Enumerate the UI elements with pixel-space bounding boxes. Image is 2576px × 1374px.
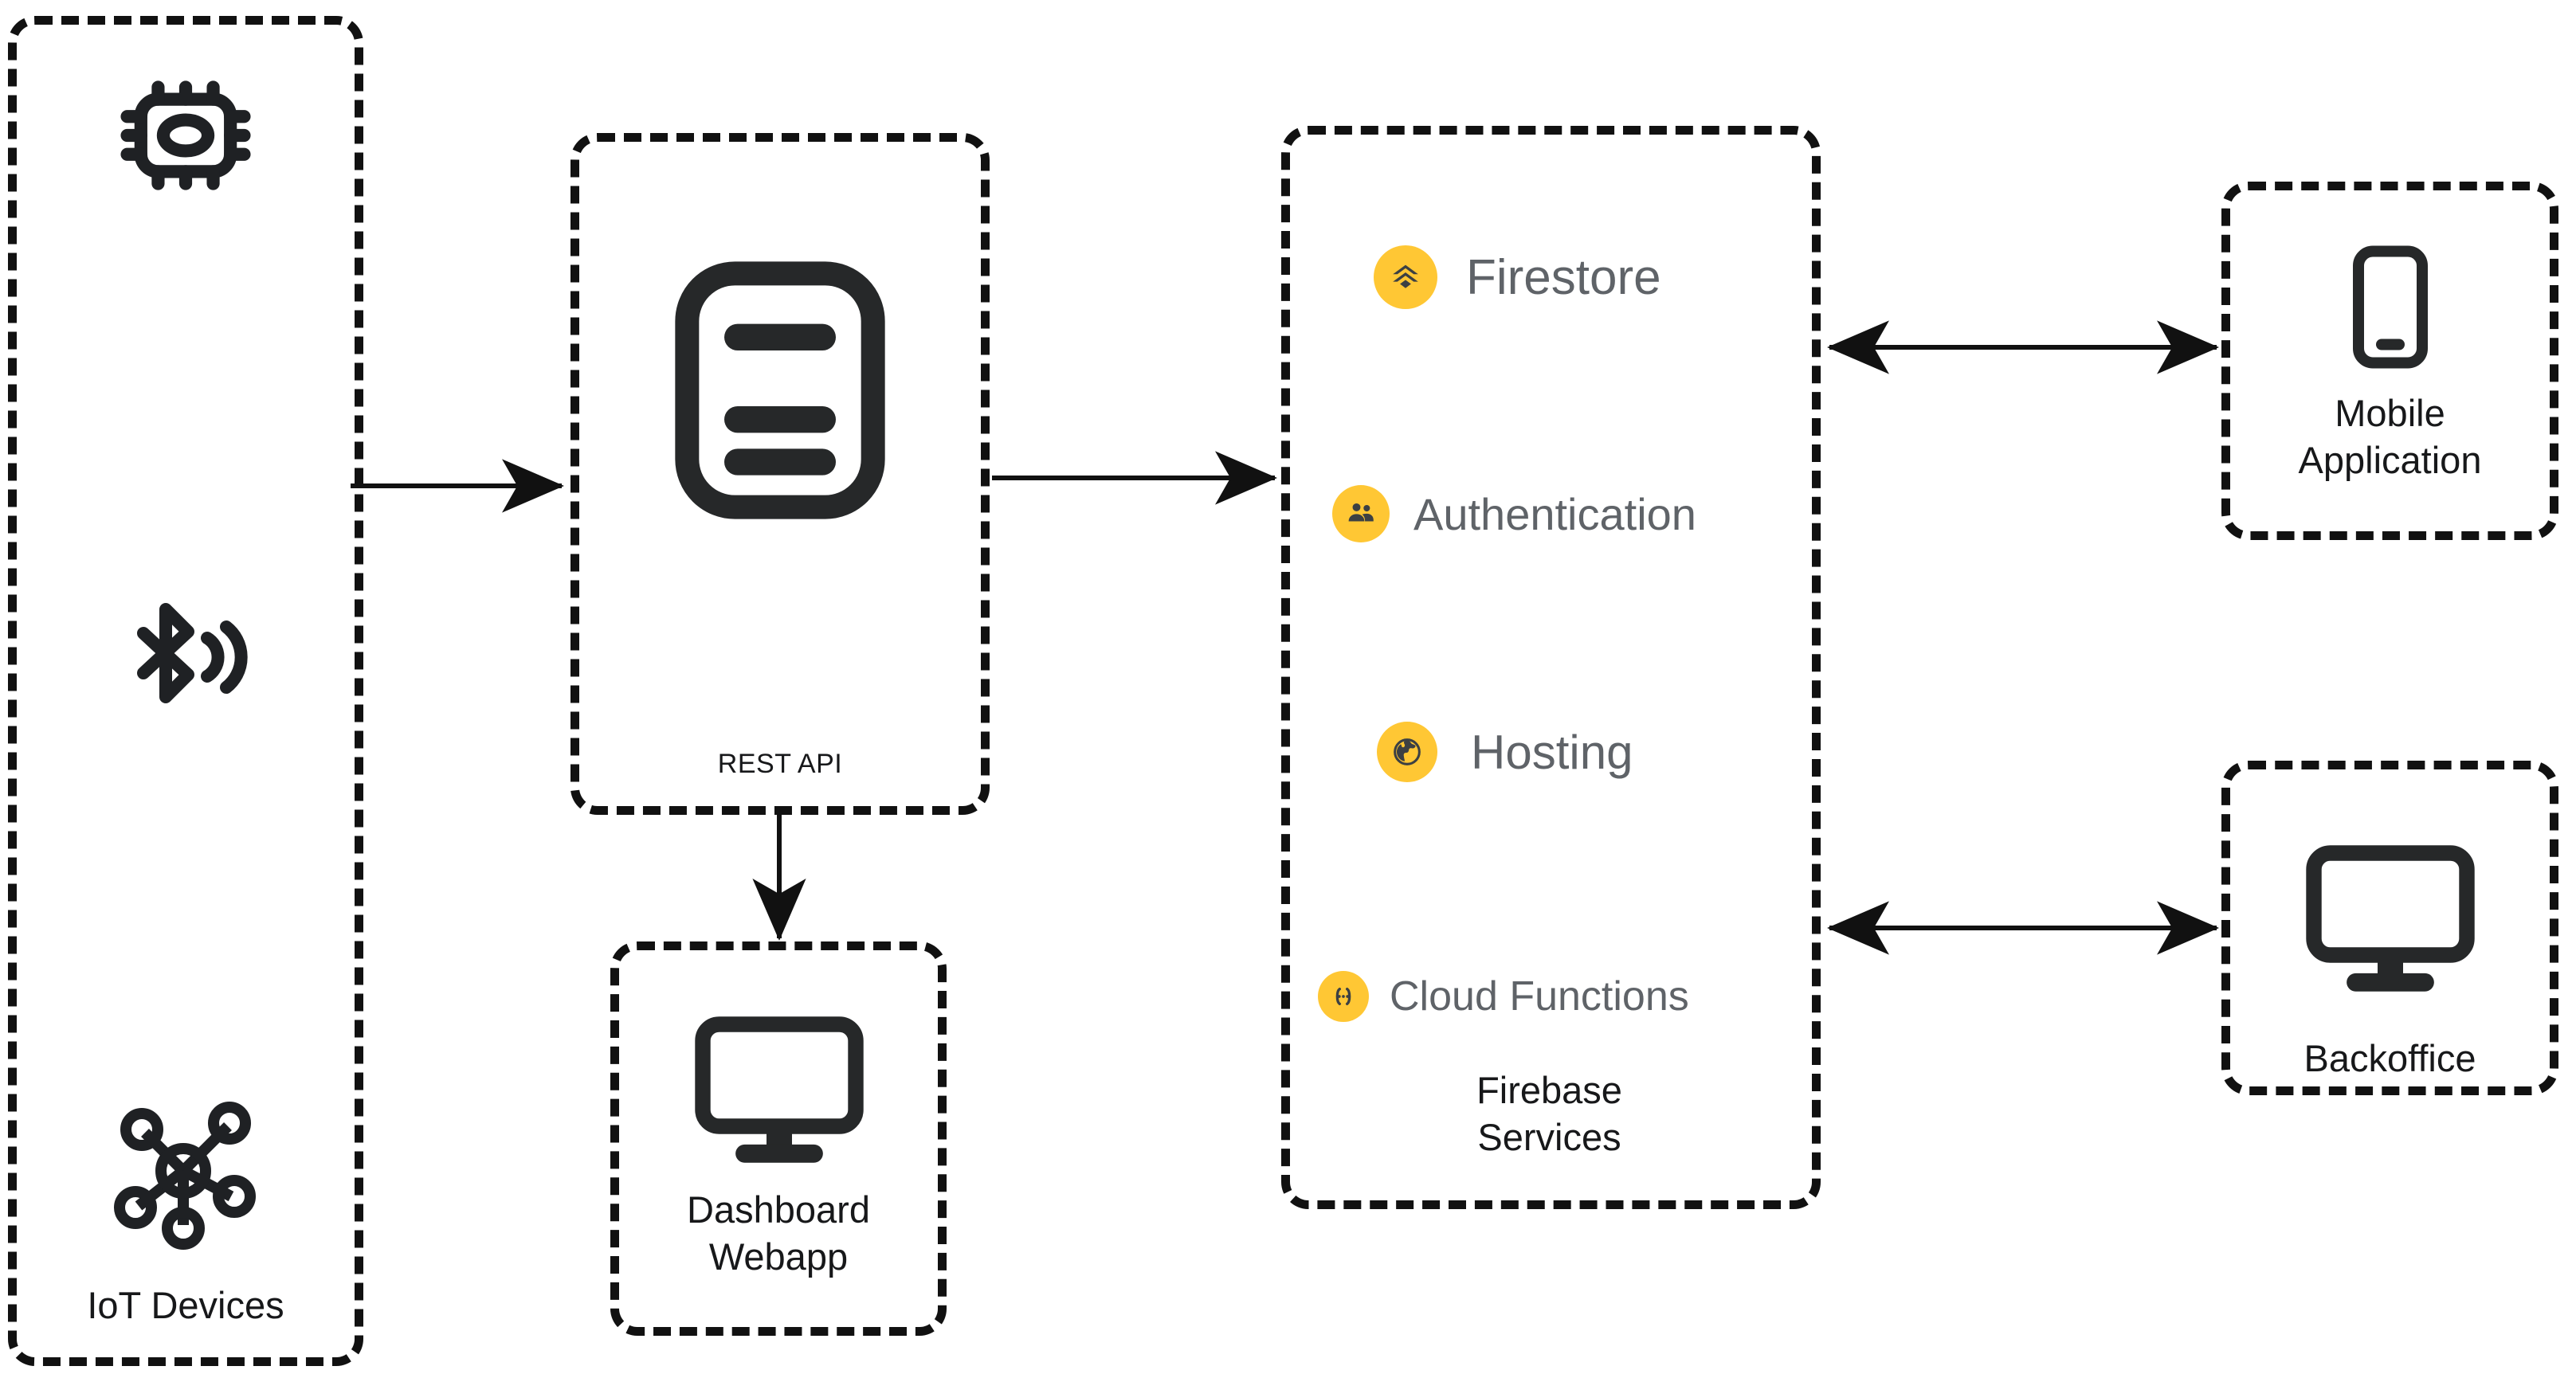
monitor-icon: [688, 1012, 871, 1165]
node-label-dashboard-webapp: Dashboard Webapp: [687, 1188, 870, 1278]
node-firebase-services[interactable]: [1281, 126, 1821, 1209]
service-label-firestore: Firestore: [1466, 249, 1661, 305]
service-label-authentication: Authentication: [1413, 488, 1696, 539]
node-label-iot-devices: IoT Devices: [87, 1284, 284, 1326]
api-document-icon: [669, 255, 892, 526]
hosting-icon: [1377, 722, 1437, 782]
node-backoffice[interactable]: [2221, 761, 2558, 1095]
service-label-cloud-functions: Cloud Functions: [1390, 973, 1689, 1020]
service-row-cloud-functions[interactable]: Cloud Functions: [1318, 968, 1689, 1025]
monitor-icon: [2299, 840, 2482, 993]
node-label-mobile-application: Mobile Application: [2298, 392, 2482, 481]
iot-network-icon: [104, 1091, 263, 1251]
service-row-authentication[interactable]: Authentication: [1332, 482, 1696, 546]
service-row-hosting[interactable]: Hosting: [1377, 717, 1633, 787]
bluetooth-icon: [112, 585, 255, 745]
cloud-functions-icon: [1318, 971, 1369, 1022]
node-iot-devices[interactable]: [8, 16, 363, 1366]
node-label-rest-api: REST API: [717, 749, 843, 779]
authentication-icon: [1332, 485, 1390, 542]
node-dashboard-webapp[interactable]: [610, 941, 947, 1336]
service-label-hosting: Hosting: [1471, 725, 1633, 779]
service-row-firestore[interactable]: Firestore: [1374, 239, 1661, 315]
node-label-firebase-services: Firebase Services: [1476, 1069, 1622, 1158]
node-rest-api[interactable]: [570, 133, 990, 815]
firestore-icon: [1374, 245, 1437, 309]
smartphone-icon: [2343, 243, 2438, 374]
chip-icon: [100, 49, 272, 221]
node-label-backoffice: Backoffice: [2304, 1037, 2476, 1079]
node-mobile-application[interactable]: [2221, 182, 2558, 540]
